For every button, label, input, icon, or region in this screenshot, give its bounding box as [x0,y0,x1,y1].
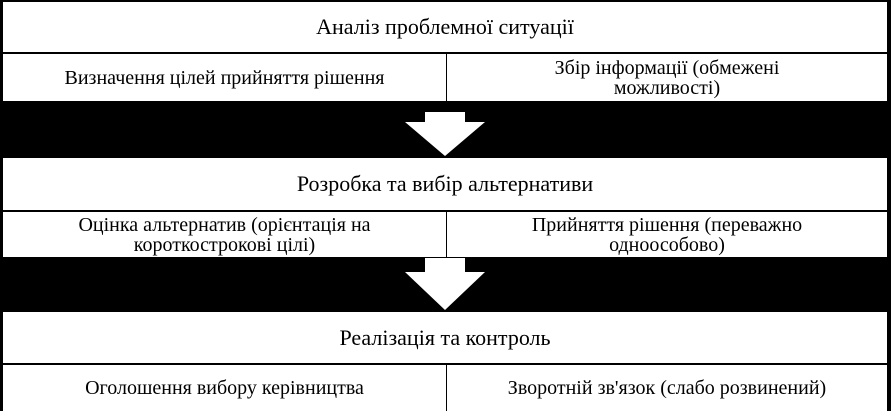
stage-1-right-text: Збір інформації (обмежені можливості) [554,56,780,99]
stage-1-right-box: Збір інформації (обмежені можливості) [447,54,887,101]
stage-2-title-box: Розробка та вибір альтернативи [3,158,887,210]
stage-2-left-text: Оцінка альтернатив (орієнтація на коротк… [78,213,371,256]
down-arrow-icon [405,112,485,156]
stage-2-right-box: Прийняття рішення (переважно одноособово… [447,212,887,257]
stage-3-title-box: Реалізація та контроль [3,312,887,363]
stage-1-title-box: Аналіз проблемної ситуації [3,2,887,52]
stage-1-left-text: Визначення цілей прийняття рішення [64,66,385,89]
stage-3-right-text: Зворотній зв'язок (слабо розвинений) [507,377,827,399]
stage-3-left-text: Оголошення вибору керівництва [85,377,364,399]
stage-1-left-box: Визначення цілей прийняття рішення [3,54,446,101]
stage-3-left-box: Оголошення вибору керівництва [3,365,446,411]
down-arrow-icon [405,258,485,310]
stage-2-right-text: Прийняття рішення (переважно одноособово… [531,213,803,256]
stage-1-title: Аналіз проблемної ситуації [316,14,574,39]
stage-3-right-box: Зворотній зв'язок (слабо розвинений) [447,365,887,411]
stage-3-title: Реалізація та контроль [339,324,551,350]
stage-2-left-box: Оцінка альтернатив (орієнтація на коротк… [3,212,446,257]
stage-2-title: Розробка та вибір альтернативи [296,171,594,196]
